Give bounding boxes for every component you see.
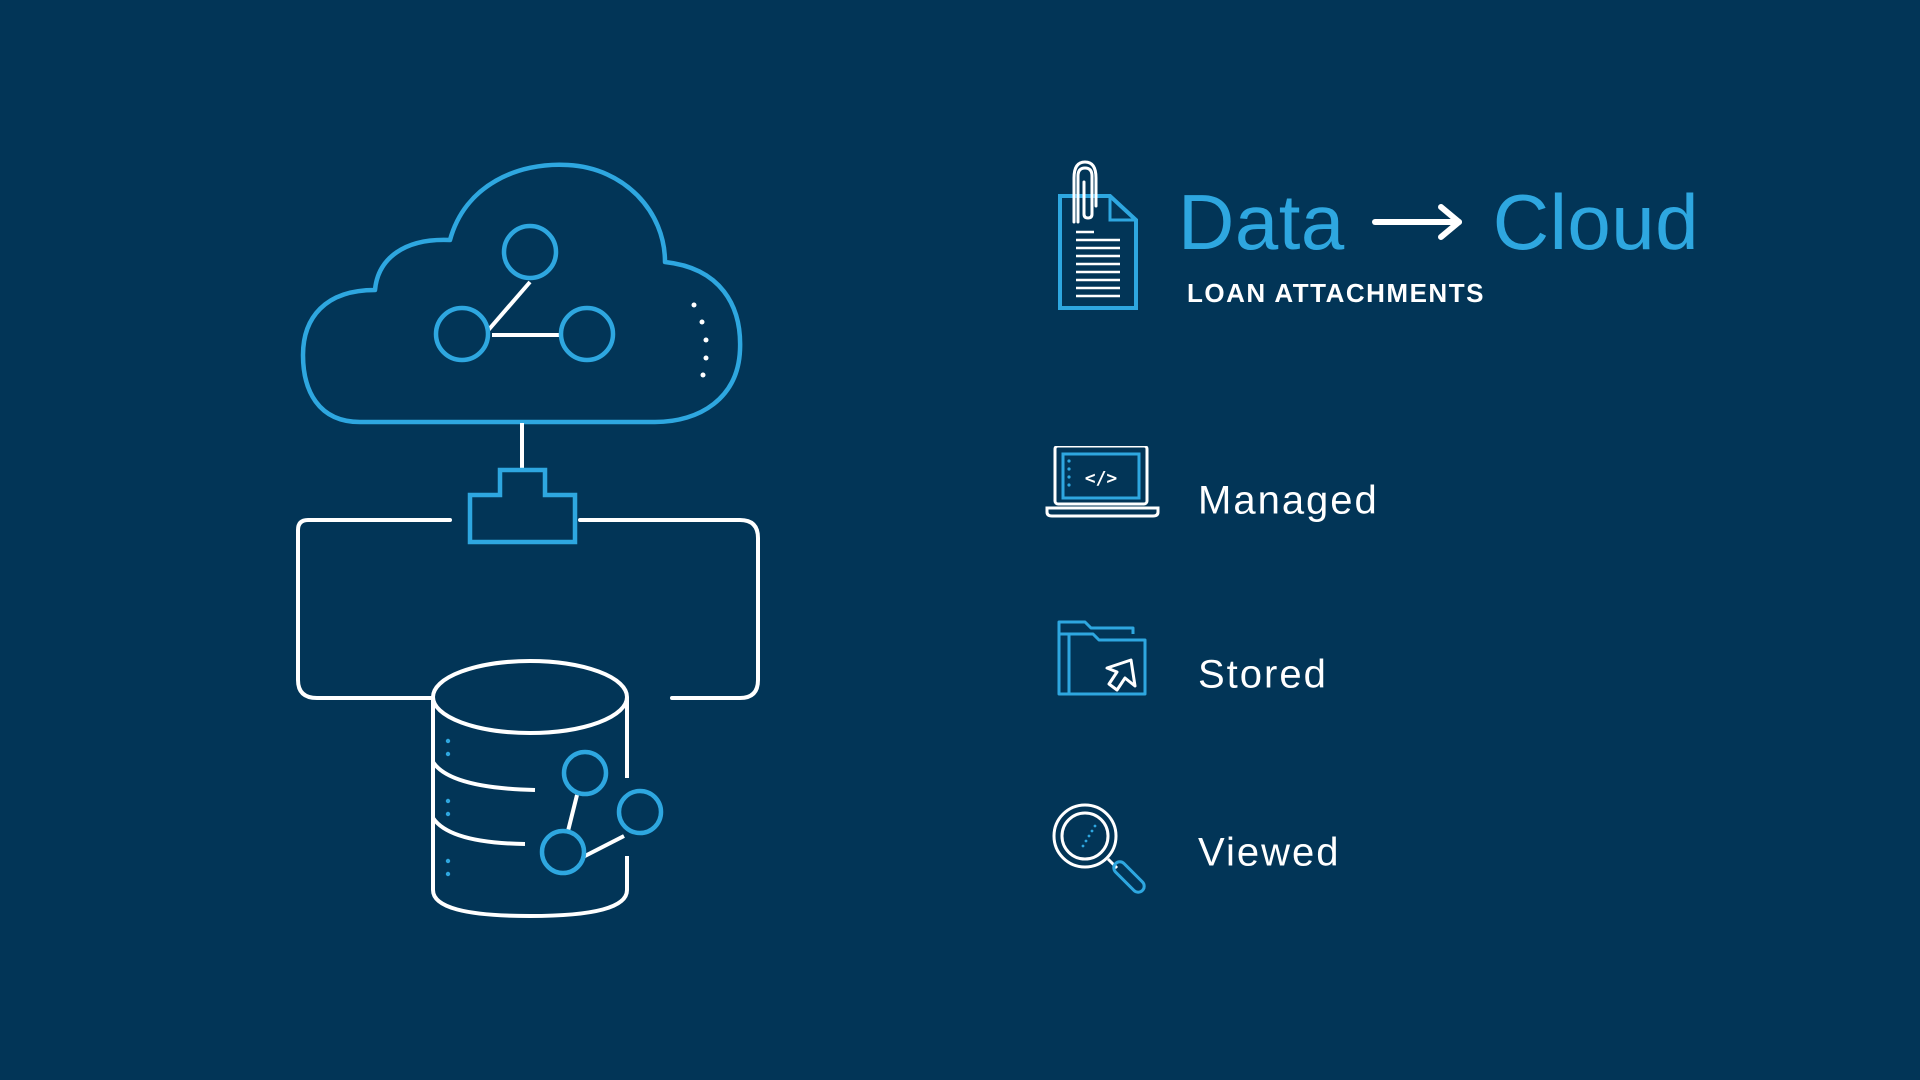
folder-cursor-icon <box>1045 620 1160 730</box>
cloud-database-illustration <box>296 162 760 919</box>
title-cloud: Cloud <box>1492 177 1700 266</box>
feature-managed: </> Managed <box>1045 446 1465 556</box>
left-wire <box>296 518 472 700</box>
feature-label-managed: Managed <box>1198 478 1379 523</box>
feature-label-viewed: Viewed <box>1198 830 1341 875</box>
title-data: Data <box>1178 177 1345 266</box>
document-paperclip-icon <box>1048 160 1148 320</box>
magnifier-icon <box>1045 798 1160 908</box>
database-share-icon <box>539 749 664 876</box>
feature-stored: Stored <box>1045 620 1465 730</box>
feature-label-stored: Stored <box>1198 652 1328 697</box>
right-wire <box>578 518 760 700</box>
laptop-code-icon: </> <box>1045 446 1160 556</box>
subtitle: LOAN ATTACHMENTS <box>1187 278 1485 308</box>
feature-viewed: Viewed <box>1045 798 1465 908</box>
share-network-icon <box>433 223 616 363</box>
cloud-database-diagram <box>280 150 780 930</box>
arrow-right-icon <box>1371 204 1462 240</box>
network-connector-icon <box>467 467 578 545</box>
page-title: Data Cloud <box>1178 172 1699 272</box>
cloud-icon <box>300 162 743 425</box>
svg-text:</>: </> <box>1085 468 1118 489</box>
database-icon <box>431 659 629 919</box>
